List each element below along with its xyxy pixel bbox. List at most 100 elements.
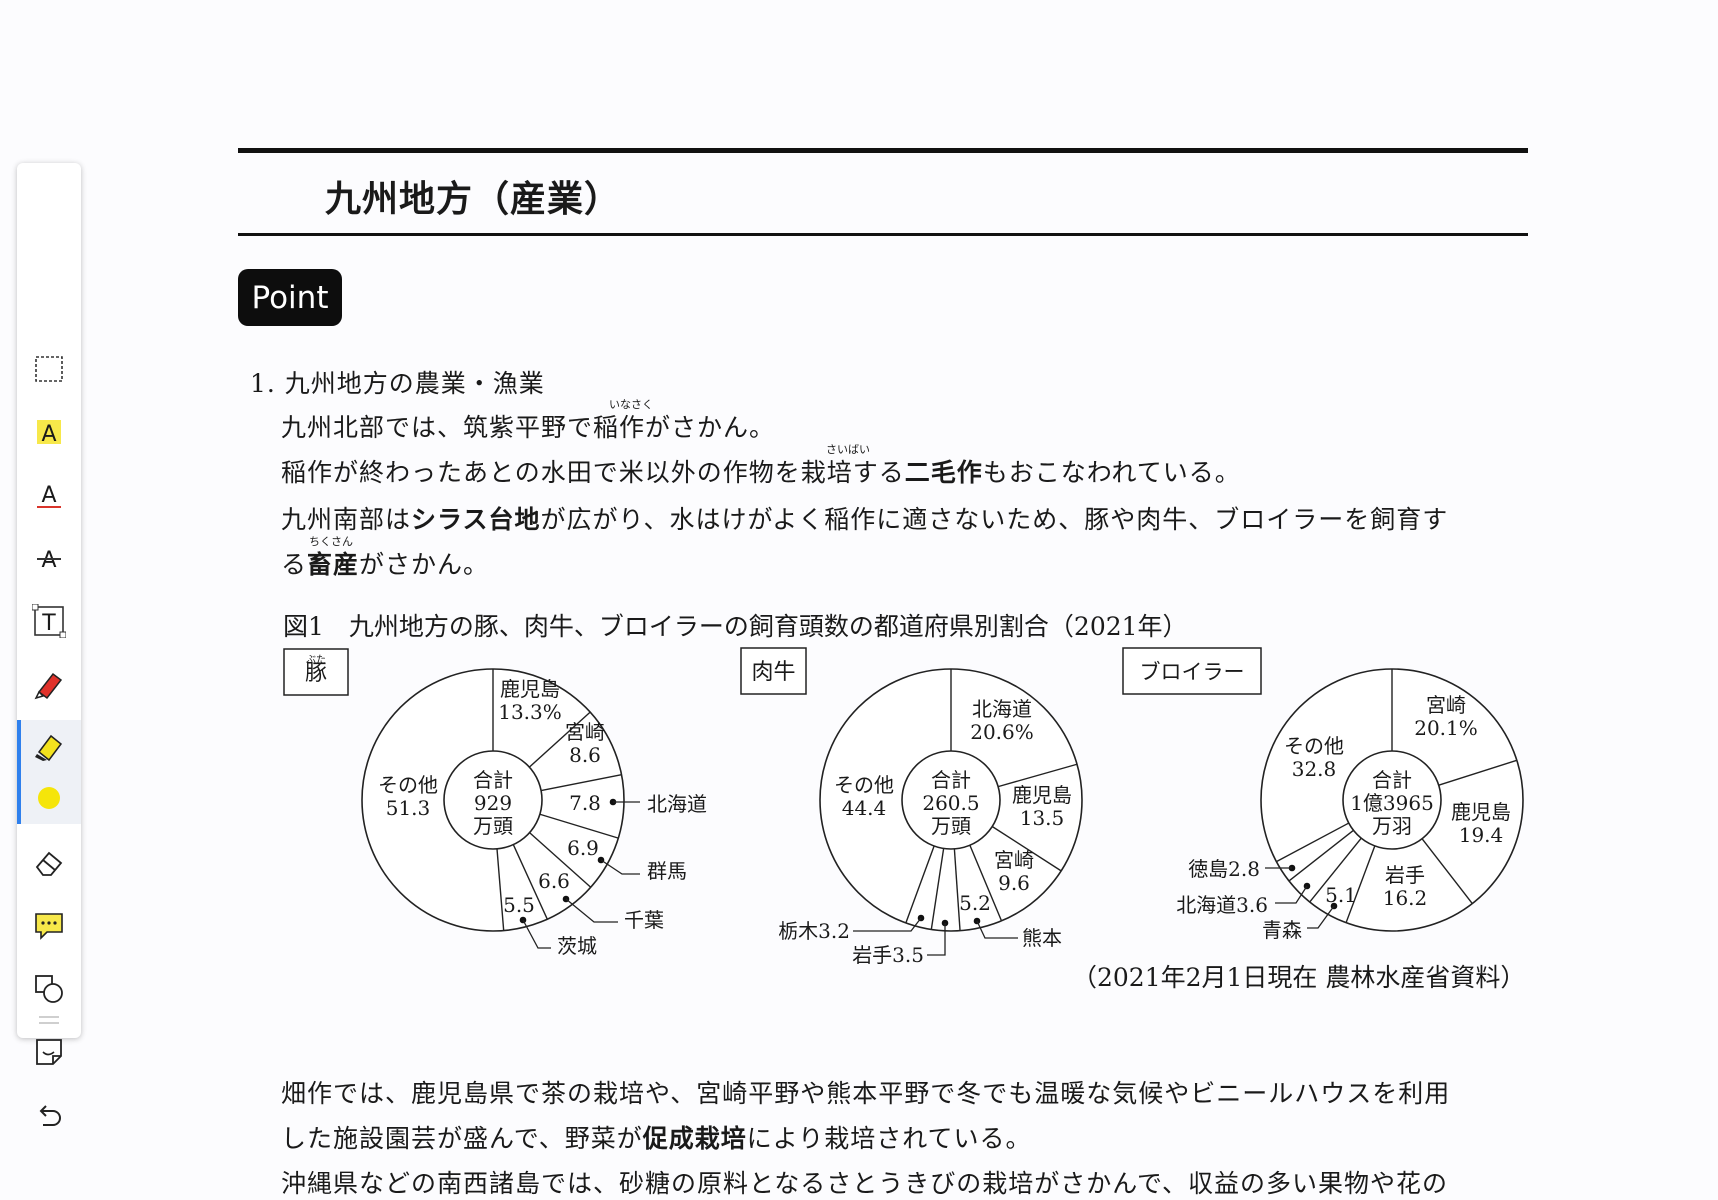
underlined-a-icon: A xyxy=(37,483,61,508)
slice-value-label: 19.4 xyxy=(1459,823,1504,847)
pie-center-label: 万頭 xyxy=(473,814,513,838)
point-badge: Point xyxy=(238,269,342,326)
chart-title-box xyxy=(283,648,349,696)
sticker-tool[interactable] xyxy=(17,1026,81,1078)
pie-slice-boundary xyxy=(539,813,619,839)
chart-title: 肉牛 xyxy=(751,660,795,685)
leader-line xyxy=(976,920,1018,939)
slice-name-label: 北海道 xyxy=(647,792,707,816)
paragraph-5: 畑作では、鹿児島県で茶の栽培や、宮崎平野や熊本平野で冬でも温暖な気候やビニールハ… xyxy=(281,1079,1451,1108)
comment-bubble-icon xyxy=(35,913,63,940)
eraser-icon xyxy=(35,851,63,876)
highlighter-tool[interactable] xyxy=(17,720,81,772)
shape-tool[interactable] xyxy=(17,963,81,1015)
svg-text:T: T xyxy=(41,611,56,636)
leader-line xyxy=(522,919,551,949)
paragraph-3: 九州南部はシラス台地が広がり、水はけがよく稲作に適さないため、豚や肉牛、ブロイラ… xyxy=(281,500,1448,536)
slice-name-label: 北海道 xyxy=(972,697,1032,721)
paragraph-1: 九州北部では、筑紫平野で稲作がさかん。 xyxy=(281,413,776,442)
leader-line xyxy=(927,923,946,956)
leader-line xyxy=(1307,905,1335,929)
slice-label: 徳島2.8 xyxy=(1188,857,1260,881)
pie-slice-boundary xyxy=(1309,837,1362,903)
pie-center-circle xyxy=(1342,750,1442,850)
slice-name-label: 千葉 xyxy=(624,908,664,932)
toolbar-grip-line[interactable] xyxy=(39,1016,59,1018)
pie-center-label: 合計 xyxy=(931,768,971,792)
p3-text: 九州南部は xyxy=(281,505,412,534)
pen-tool[interactable] xyxy=(17,658,81,710)
leader-line xyxy=(1275,885,1308,904)
slice-name-label: 群馬 xyxy=(647,859,687,883)
slice-name-label: 宮崎 xyxy=(1426,693,1466,717)
svg-text:A: A xyxy=(41,422,56,447)
slice-name-label: 青森 xyxy=(1262,918,1302,942)
textbox-t-icon: T xyxy=(32,604,66,638)
chart-title-ruby: ぶた xyxy=(306,654,326,666)
comment-tool[interactable] xyxy=(17,900,81,952)
pie-slice-boundary xyxy=(1276,822,1350,863)
pie-slice-boundary xyxy=(1438,759,1518,786)
slice-name-label: その他 xyxy=(834,773,894,797)
highlighted-a-icon: A xyxy=(37,420,61,447)
eraser-tool[interactable] xyxy=(17,837,81,889)
pie-center-label: 260.5 xyxy=(922,791,979,815)
pie-slice-boundary xyxy=(1421,838,1473,904)
slice-value-label: 5.2 xyxy=(959,891,991,915)
sticker-icon xyxy=(36,1039,62,1065)
toolbar-grip-line[interactable] xyxy=(39,1022,59,1024)
pie-center-label: 合計 xyxy=(473,768,513,792)
p6-text: した施設園芸が盛んで、野菜が xyxy=(281,1124,643,1153)
underline-tool[interactable]: A xyxy=(17,469,81,521)
pie-slice-boundary xyxy=(991,825,1062,872)
paragraph-4: る畜産がさかん。 xyxy=(281,545,489,581)
pie-center-label: 万頭 xyxy=(931,814,971,838)
slice-label: 北海道3.6 xyxy=(1176,893,1268,917)
pie-slice-boundary xyxy=(969,844,1003,922)
strikethrough-a-icon: A xyxy=(37,548,61,573)
paragraph-2: 稲作が終わったあとの水田で米以外の作物を栽培する二毛作もおこなわれている。 xyxy=(281,453,1241,489)
annotation-toolbar: A A A T xyxy=(17,163,81,1126)
pie-slice-boundary xyxy=(529,832,592,888)
color-picker[interactable] xyxy=(17,772,81,824)
ruby-inasaku: いなさく xyxy=(609,398,653,411)
slice-name-label: 鹿児島 xyxy=(500,677,560,701)
p2-text-end: もおこなわれている。 xyxy=(982,458,1241,487)
chart-title-box xyxy=(1122,647,1262,695)
keyword-sokusei-saibai: 促成栽培 xyxy=(642,1124,747,1153)
pie-slice-boundary xyxy=(1345,845,1376,923)
p6-text-end: により栽培されている。 xyxy=(746,1124,1032,1153)
select-tool[interactable] xyxy=(17,343,81,395)
p2-text: 稲作が終わったあとの水田で米以外の作物を栽培する xyxy=(281,458,905,487)
leader-line xyxy=(565,898,618,923)
p3-text-end: が広がり、水はけがよく稲作に適さないため、豚や肉牛、ブロイラーを飼育す xyxy=(540,505,1449,534)
undo-button[interactable] xyxy=(17,1089,81,1141)
p4-text-end: がさかん。 xyxy=(359,550,490,579)
shapes-icon xyxy=(35,975,63,1003)
strikethrough-tool[interactable]: A xyxy=(17,532,81,584)
undo-arrow-icon xyxy=(39,1105,61,1126)
slice-value-label: 13.3% xyxy=(498,700,562,724)
chart-title-box xyxy=(740,647,807,695)
slice-value-label: 51.3 xyxy=(386,796,431,820)
slice-label: 岩手3.5 xyxy=(852,943,924,967)
highlight-text-tool[interactable]: A xyxy=(17,406,81,458)
pie-slice-boundary xyxy=(528,711,591,768)
slice-value-label: 7.8 xyxy=(569,791,601,815)
svg-text:A: A xyxy=(41,483,56,508)
p4-text: る xyxy=(281,550,308,579)
page-title: 九州地方（産業） xyxy=(325,179,622,220)
textbox-tool[interactable]: T xyxy=(17,595,81,647)
keyword-nimousaku: 二毛作 xyxy=(904,458,983,487)
slice-name-label: 鹿児島 xyxy=(1012,783,1072,807)
leader-line xyxy=(600,859,640,875)
slice-name-label: 熊本 xyxy=(1022,926,1062,950)
slice-label: 栃木3.2 xyxy=(778,919,850,943)
slice-value-label: 5.5 xyxy=(503,893,535,917)
slice-value-label: 5.1 xyxy=(1325,883,1357,907)
keyword-chikusan: 畜産 xyxy=(307,550,360,579)
title-bottom-rule xyxy=(238,233,1528,236)
pie-slice-boundary xyxy=(540,773,622,792)
ruby-saibai: さいばい xyxy=(826,443,870,456)
